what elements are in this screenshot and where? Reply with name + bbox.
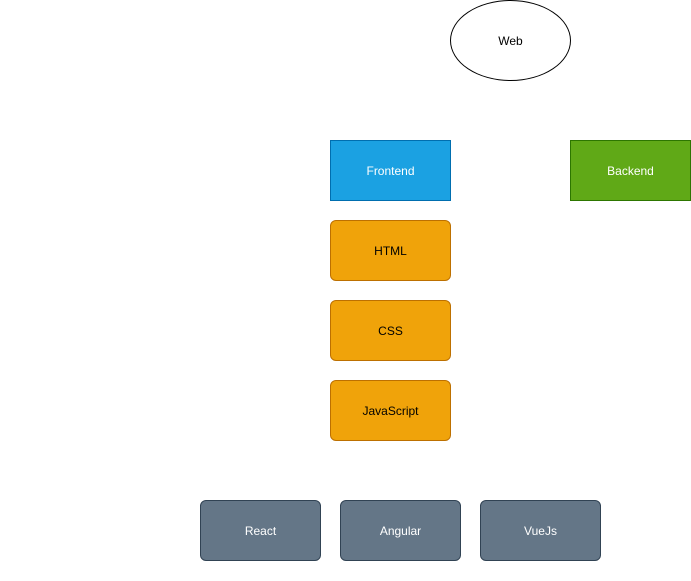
frontend-node-label: Frontend — [366, 163, 415, 178]
html-node-label: HTML — [374, 243, 407, 258]
vuejs-node-label: VueJs — [524, 523, 557, 538]
angular-node[interactable]: Angular — [340, 500, 461, 561]
web-node-label: Web — [498, 33, 523, 48]
backend-node-label: Backend — [607, 163, 654, 178]
javascript-node[interactable]: JavaScript — [330, 380, 451, 441]
html-node[interactable]: HTML — [330, 220, 451, 281]
javascript-node-label: JavaScript — [362, 403, 419, 418]
angular-node-label: Angular — [379, 523, 422, 538]
vuejs-node[interactable]: VueJs — [480, 500, 601, 561]
frontend-node[interactable]: Frontend — [330, 140, 451, 201]
css-node-label: CSS — [378, 323, 403, 338]
css-node[interactable]: CSS — [330, 300, 451, 361]
react-node[interactable]: React — [200, 500, 321, 561]
backend-node[interactable]: Backend — [570, 140, 691, 201]
web-node[interactable]: Web — [450, 0, 571, 81]
react-node-label: React — [244, 523, 277, 538]
